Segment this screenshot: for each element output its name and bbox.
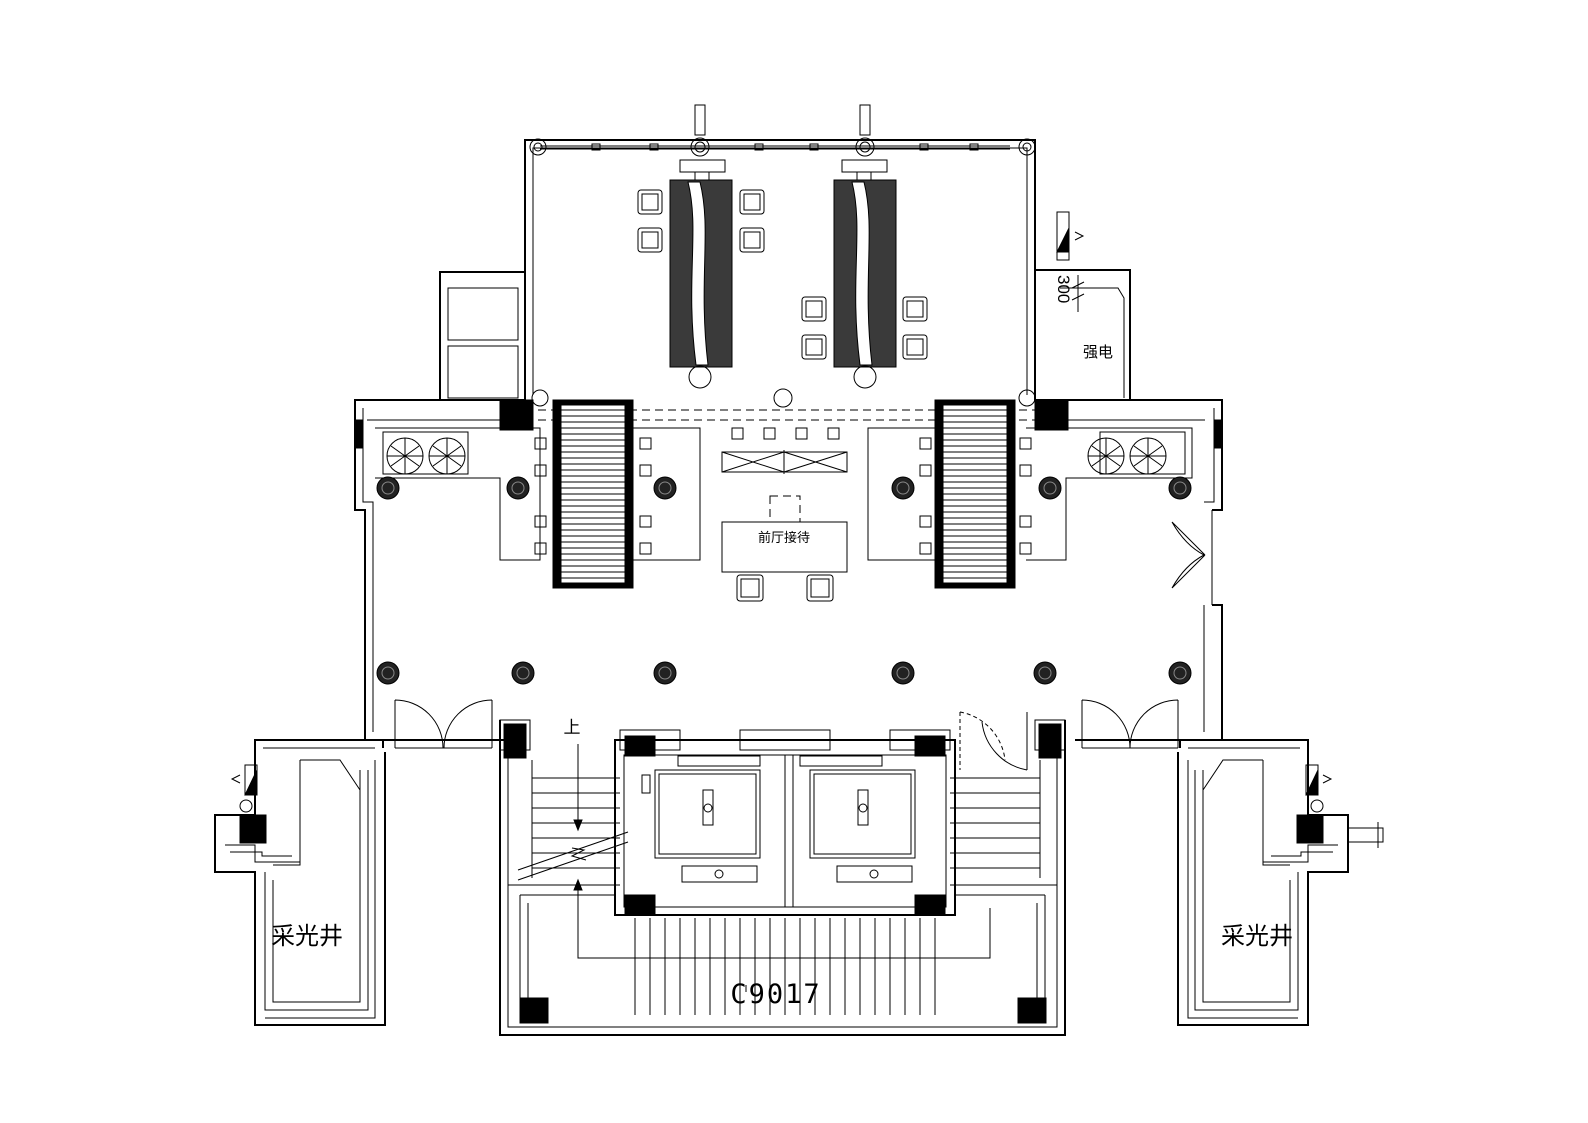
elevator-core xyxy=(614,729,956,916)
power-room: 300 强电 xyxy=(1034,211,1131,401)
lounge-room xyxy=(439,104,1036,421)
escalator-right xyxy=(934,399,1016,589)
chairs xyxy=(637,189,928,602)
plant-icon xyxy=(1087,437,1125,475)
curtain-track xyxy=(529,104,1036,157)
table-left xyxy=(669,159,733,389)
lobby-walls xyxy=(354,399,1223,741)
column-icon xyxy=(891,661,915,685)
light-well-left: 采光井 xyxy=(214,739,386,1026)
plant-icon xyxy=(428,437,466,475)
column-icon xyxy=(1033,661,1057,685)
lower-doors xyxy=(394,699,1179,771)
column-icon xyxy=(891,476,915,500)
column-icon xyxy=(506,476,530,500)
light-well-left-label: 采光井 xyxy=(271,922,343,950)
column-icon xyxy=(376,661,400,685)
column-icon xyxy=(653,476,677,500)
columns xyxy=(376,476,1192,685)
dimension-300: 300 xyxy=(1054,275,1073,303)
light-well-right: 采光井 xyxy=(1177,739,1384,1026)
reception-label: 前厅接待 xyxy=(758,530,810,545)
column-icon xyxy=(1168,661,1192,685)
power-room-label: 强电 xyxy=(1083,344,1113,361)
plants xyxy=(386,437,1167,475)
column-icon xyxy=(653,661,677,685)
escalator-left xyxy=(552,399,634,589)
column-icon xyxy=(376,476,400,500)
stair-up-label: 上 xyxy=(564,718,581,737)
column-icon xyxy=(1168,476,1192,500)
stair-core: 上 C9017 xyxy=(499,718,1066,1036)
reception-area: 前厅接待 xyxy=(721,427,848,573)
column-icon xyxy=(511,661,535,685)
column-icon xyxy=(1038,476,1062,500)
table-right xyxy=(833,159,897,389)
window-code-label: C9017 xyxy=(730,979,821,1010)
display-stands xyxy=(534,437,1032,555)
lobby-partitions xyxy=(367,419,1205,561)
light-well-right-label: 采光井 xyxy=(1221,922,1293,950)
plant-icon xyxy=(386,437,424,475)
plant-icon xyxy=(1129,437,1167,475)
